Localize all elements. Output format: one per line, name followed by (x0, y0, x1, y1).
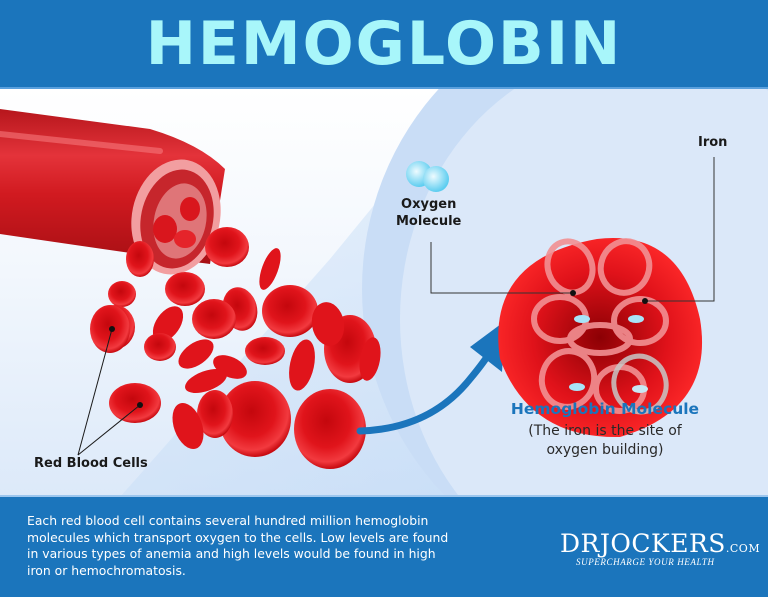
red-blood-cell-icon (90, 227, 381, 469)
brand-name-text: DRJOCKERS (560, 529, 726, 558)
description-text: Each red blood cell contains several hun… (27, 513, 527, 579)
description-line: molecules which transport oxygen to the … (27, 529, 449, 545)
brand-suffix: .COM (725, 542, 761, 555)
footer-banner: Each red blood cell contains several hun… (0, 497, 768, 597)
caption-line1: (The iron is the site of (528, 423, 682, 439)
illustration-area: Red Blood Cells Oxygen Molecule Iron Hem… (0, 89, 768, 497)
header-divider (0, 87, 768, 89)
hemoglobin-molecule-title: Hemoglobin Molecule (510, 400, 700, 418)
curved-arrow-icon (356, 321, 505, 435)
oxygen-molecule-icon (406, 161, 449, 192)
brand-tagline: SUPERCHARGE YOUR HEALTH (576, 557, 715, 567)
red-blood-cells-label: Red Blood Cells (34, 456, 148, 471)
oxygen-label-line1: Oxygen (401, 197, 457, 212)
oxygen-molecule-label: Oxygen Molecule (396, 196, 461, 230)
title-banner: HEMOGLOBIN (0, 0, 768, 88)
footer-divider (0, 495, 768, 498)
description-line: in various types of anemia and high leve… (27, 546, 436, 561)
oxygen-label-line2: Molecule (396, 214, 462, 229)
red-blood-cells-group (77, 227, 381, 469)
page-title: HEMOGLOBIN (145, 9, 623, 79)
caption-line2: oxygen building) (546, 442, 664, 458)
brand-logo: DRJOCKERS.COM SUPERCHARGE YOUR HEALTH (560, 531, 760, 567)
hemoglobin-molecule-caption: (The iron is the site of oxygen building… (486, 422, 724, 460)
callout-lines (430, 157, 715, 304)
description-line: Each red blood cell contains several hun… (27, 513, 429, 528)
iron-label: Iron (698, 135, 728, 150)
blood-vessel-illustration (0, 109, 225, 275)
hemoglobin-molecule-icon (498, 238, 703, 438)
illustration-canvas (0, 89, 768, 497)
description-line: iron or hemochromatosis. (27, 562, 186, 578)
brand-name: DRJOCKERS.COM (560, 531, 760, 556)
